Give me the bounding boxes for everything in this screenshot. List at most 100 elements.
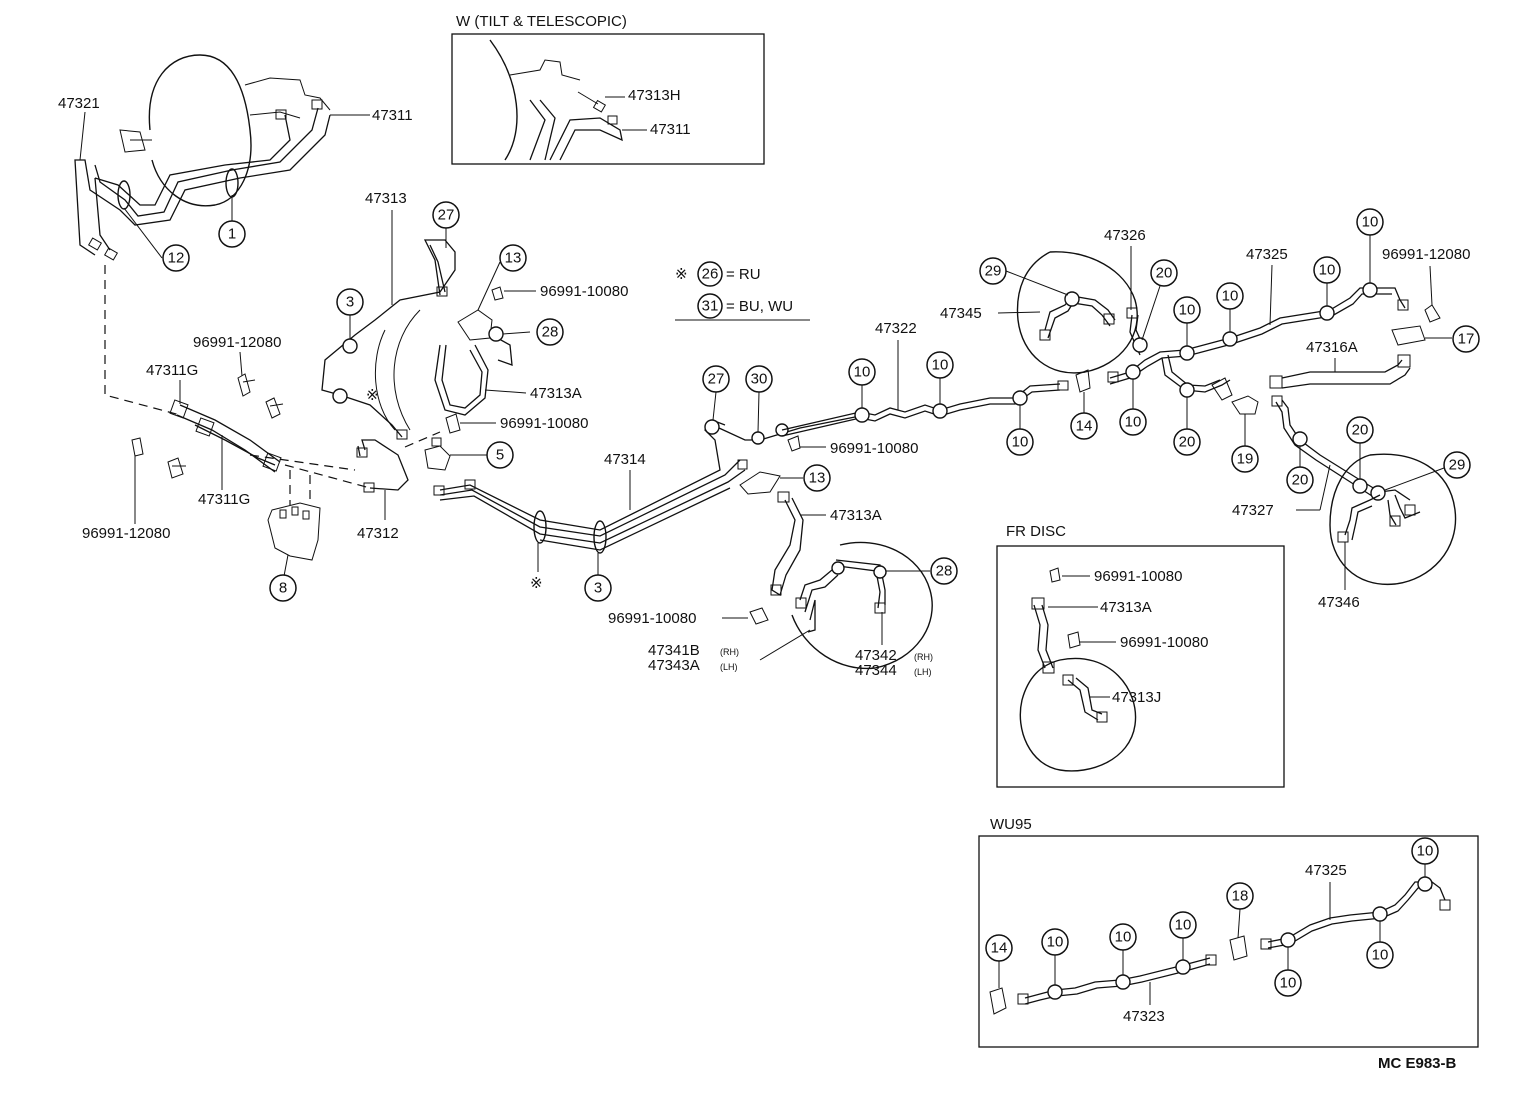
rear-left-drum [1016,251,1138,374]
inset-wu95-c10d: 10 [1417,843,1434,860]
inset-wu95-c10c: 10 [1175,917,1192,934]
label-47313A-b: 47313A [830,507,882,524]
label-47313A-a: 47313A [530,385,582,402]
label-47343A: 47343A [648,657,700,674]
node-mark-a [332,388,348,404]
inset-wu95-title: WU95 [990,816,1032,833]
callout-10a-num: 10 [854,364,871,381]
callout-29a-num: 29 [985,263,1002,280]
inset-wu95-c10e: 10 [1280,975,1297,992]
inset-frdisc-title: FR DISC [1006,523,1066,540]
callout-17 [1452,325,1480,353]
label-47312: 47312 [357,525,399,542]
callout-13a [499,244,527,272]
callout-3b-num: 3 [594,580,602,597]
label-47345: 47345 [940,305,982,322]
dashed-link-3 [249,454,356,471]
label-96991-10080-d: 96991-10080 [608,610,696,627]
dashed-link-6 [404,431,441,448]
hose-47313A-a [434,326,513,416]
label-96991-10080-c: 96991-10080 [830,440,918,457]
callout-20a-num: 20 [1156,265,1173,282]
tube-47326-47325 [1107,282,1409,401]
label-47341B: 47341B [648,642,700,659]
legend: ※ 26 = RU 31 = BU, WU [675,261,810,321]
callout-14 [1070,412,1098,440]
front-right-disc [791,541,933,670]
callout-28a-num: 28 [542,324,559,341]
legend-row2-num: 31 [702,298,719,315]
label-rh-1: (RH) [720,647,739,657]
inset-wu95-c18: 18 [1232,888,1249,905]
leader-c12 [123,207,163,259]
callout-13a-num: 13 [505,250,522,267]
callout-10b-num: 10 [932,357,949,374]
label-47321: 47321 [58,95,100,112]
callout-10g-num: 10 [1319,262,1336,279]
hose-47313A-b [770,491,804,597]
figure-code: MC E983-B [1378,1055,1457,1072]
callout-10h-num: 10 [1362,214,1379,231]
inset-wu95-box [978,835,1479,1048]
bracket-8 [267,502,321,561]
callout-17-num: 17 [1458,331,1475,348]
clip-96991-10080-c [787,435,801,452]
block-14 [1075,369,1091,393]
label-96991-12080-a: 96991-12080 [193,334,281,351]
callout-5-num: 5 [496,447,504,464]
inset-wu95: WU95 14 10 10 10 47323 18 [978,816,1479,1048]
label-lh-2: (LH) [914,667,932,677]
inset-wu95-c10b: 10 [1115,929,1132,946]
callout-13b [803,464,831,492]
label-lh-1: (LH) [720,662,738,672]
label-47342: 47342 [855,647,897,664]
callout-19 [1231,445,1259,473]
callout-27b-num: 27 [708,371,725,388]
callout-1 [218,220,246,248]
inset-wu95-c10f: 10 [1372,947,1389,964]
callout-30-num: 30 [751,371,768,388]
callout-1-num: 1 [228,226,236,243]
mark-a: ※ [366,387,379,404]
callout-20c-num: 20 [1352,422,1369,439]
clip-96991-10080-b [445,413,461,434]
label-47344: 47344 [855,662,897,679]
node-3a [342,338,358,354]
rear-right-drum [1271,395,1457,586]
bracket-13a [457,309,493,341]
label-47326: 47326 [1104,227,1146,244]
inset-tilt-title: W (TILT & TELESCOPIC) [456,13,627,30]
callout-10f-num: 10 [1125,414,1142,431]
bracket-17 [1391,325,1426,346]
inset-wu95-c10a: 10 [1047,934,1064,951]
legend-row2-text: = BU, WU [726,298,793,315]
legend-row1-text: = RU [726,266,761,283]
callout-29b-num: 29 [1449,457,1466,474]
label-47322: 47322 [875,320,917,337]
inset-frdisc-tube: 47313J [1112,689,1161,706]
inset-frdisc-box [996,545,1285,788]
callout-20b-num: 20 [1179,434,1196,451]
label-47314: 47314 [604,451,646,468]
hose-47316A [1269,354,1411,389]
callout-28b [930,557,958,585]
callout-29b [1443,451,1471,479]
tube-47314 [433,415,861,554]
callout-5 [486,441,514,469]
inset-wu95-c14: 14 [991,940,1008,957]
label-47327: 47327 [1232,502,1274,519]
clips-96991-12080-lower [131,437,186,479]
callout-8-num: 8 [279,580,287,597]
label-47346: 47346 [1318,594,1360,611]
inset-wu95-tube-a: 47323 [1123,1008,1165,1025]
label-47311G-a: 47311G [146,362,198,379]
callout-28b-num: 28 [936,563,953,580]
callout-12 [162,244,190,272]
label-47311G-b: 47311G [198,491,250,508]
callout-20a [1150,259,1178,287]
dashed-link-1 [104,265,181,416]
block-19 [1231,395,1259,415]
callout-8 [269,574,297,602]
callout-20d-num: 20 [1292,472,1309,489]
bracket-13b [737,459,781,495]
